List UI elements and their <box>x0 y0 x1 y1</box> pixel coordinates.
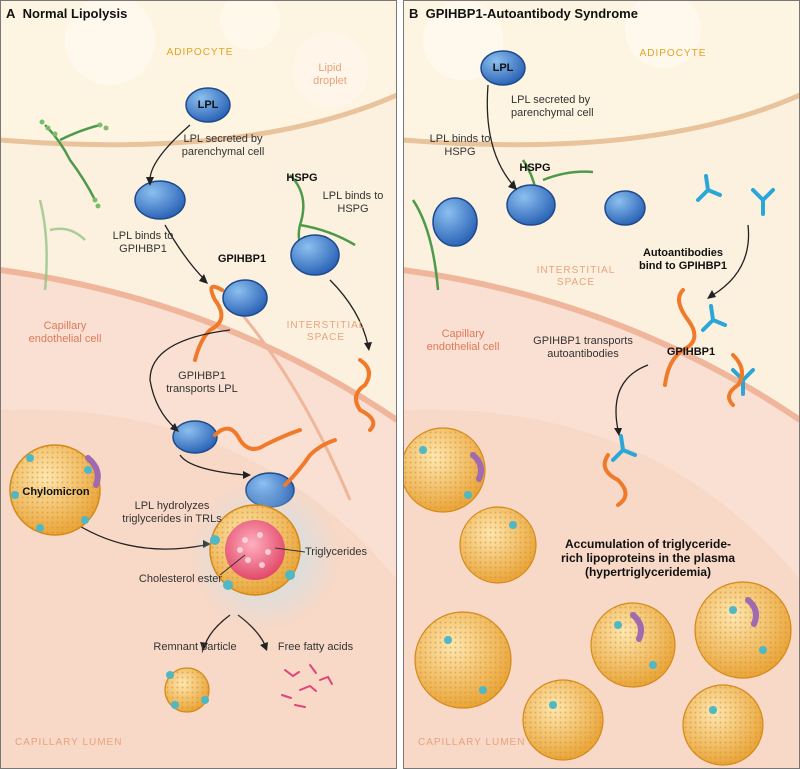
lpl-binds-hspg-label: LPL binds to HSPG <box>322 190 384 215</box>
panel-b-title-text: GPIHBP1-Autoantibody Syndrome <box>425 6 638 21</box>
hspg-beads <box>39 119 109 209</box>
lipid-droplet-label: Lipid droplet <box>313 62 347 87</box>
free-fatty-acids-label: Free fatty acids <box>277 641 354 653</box>
hspg-label-b: HSPG <box>519 162 551 174</box>
lpl-binds-gpihbp1-label: LPL binds to GPIHBP1 <box>112 230 174 255</box>
lpl-label-b: LPL <box>492 62 514 74</box>
accumulation-label: Accumulation of triglyceride-rich lipopr… <box>560 537 736 579</box>
panel-a-illustration <box>0 0 397 769</box>
interstitial-label-a: INTERSTITIAL SPACE <box>286 320 366 343</box>
autoantibodies <box>611 174 775 462</box>
lpl-on-hspg-b2 <box>506 184 556 226</box>
capillary-endothelial-label-a: Capillary endothelial cell <box>28 320 102 345</box>
lpl-free-b <box>604 190 646 226</box>
flow-arrows <box>69 124 369 646</box>
lpl-label: LPL <box>197 99 219 111</box>
capillary-lumen-label-b: CAPILLARY LUMEN <box>418 737 526 748</box>
triglycerides-label: Triglycerides <box>305 546 367 558</box>
hspg-label-a: HSPG <box>286 172 318 184</box>
panel-b-title: B GPIHBP1-Autoantibody Syndrome <box>409 6 638 21</box>
lpl-hydrolyzes-label: LPL hydrolyzes triglycerides in TRLs <box>122 500 222 525</box>
cholesterol-ester-label: Cholesterol ester <box>138 573 223 585</box>
endothelial-membrane <box>0 267 397 423</box>
adipocyte-label-b: ADIPOCYTE <box>639 48 707 59</box>
capillary-lumen-label-a: CAPILLARY LUMEN <box>15 737 123 748</box>
gpihbp1-ribbons <box>193 284 376 487</box>
lpl-secreted-label: LPL secreted by parenchymal cell <box>181 133 265 158</box>
gpihbp1-label-a: GPIHBP1 <box>217 253 267 265</box>
panel-b-illustration <box>403 0 800 769</box>
panel-a: A Normal Lipolysis ADIPOCYTE Lipid dropl… <box>0 0 397 769</box>
gpihbp1-transports-antibodies-label: GPIHBP1 transports autoantibodies <box>533 335 633 360</box>
remnant-particle-label: Remnant particle <box>153 641 237 653</box>
lipid-droplet <box>292 32 368 108</box>
lpl-secreted-label-b: LPL secreted by parenchymal cell <box>511 94 594 119</box>
lpl-binds-hspg-label-b: LPL binds to HSPG <box>429 133 491 158</box>
triglyceride-core <box>225 520 285 580</box>
accumulated-lipoproteins <box>403 427 792 766</box>
lpl-secreted-b <box>480 50 526 86</box>
panel-a-title-text: Normal Lipolysis <box>22 6 128 21</box>
gpihbp1-label-b: GPIHBP1 <box>666 346 716 358</box>
lpl-on-gpihbp1 <box>222 279 268 317</box>
lpl-on-hspg-b1 <box>432 197 478 247</box>
gpihbp1-ribbons-b <box>602 288 744 507</box>
capillary-endothelial-label-b: Capillary endothelial cell <box>426 328 500 353</box>
lpl-secreted <box>185 87 231 123</box>
panel-a-title: A Normal Lipolysis <box>6 6 127 21</box>
chylomicron-label: Chylomicron <box>22 486 90 498</box>
adipocyte-label: ADIPOCYTE <box>166 47 234 58</box>
interstitial-label-b: INTERSTITIAL SPACE <box>536 265 616 288</box>
adipocyte-membrane <box>0 92 397 148</box>
lpl-transported <box>172 420 218 454</box>
autoantibodies-label: Autoantibodies bind to GPIHBP1 <box>639 247 727 272</box>
lpl-on-hspg <box>290 234 340 276</box>
panel-b-letter: B <box>409 6 419 21</box>
lpl-free <box>134 180 186 220</box>
chylomicron-apoproteins <box>11 454 92 532</box>
hspg-chain-faded <box>38 199 86 291</box>
panel-a-letter: A <box>6 6 16 21</box>
gpihbp1-transports-lpl-label: GPIHBP1 transports LPL <box>166 370 238 395</box>
free-fatty-acids <box>281 664 333 708</box>
panel-b: B GPIHBP1-Autoantibody Syndrome ADIPOCYT… <box>403 0 800 769</box>
